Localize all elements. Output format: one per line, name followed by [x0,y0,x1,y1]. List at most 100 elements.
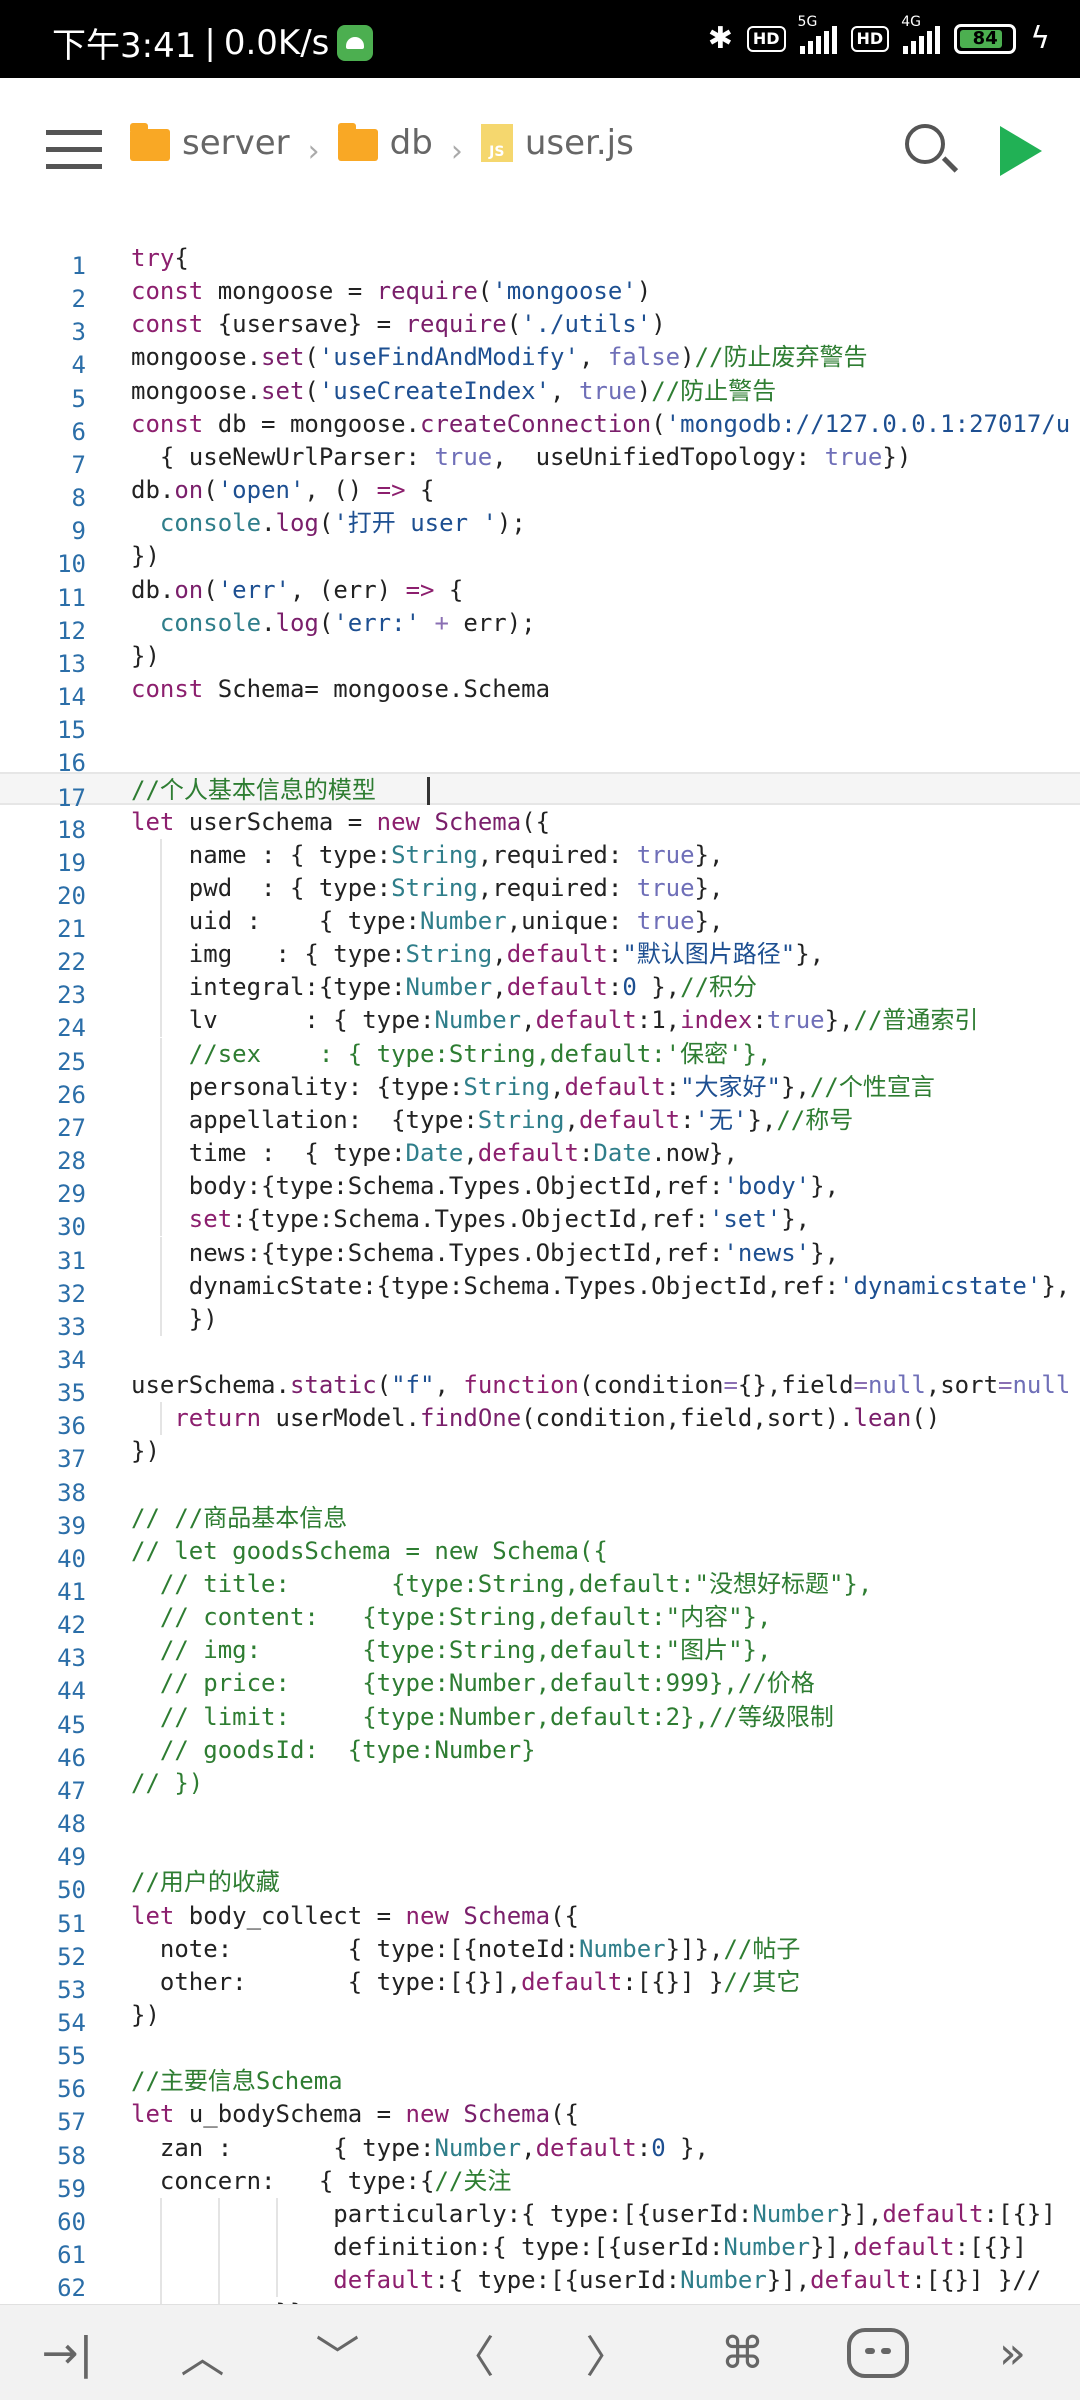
code-line[interactable]: 45 // limit: {type:Number,default:2},//等… [0,1701,1080,1739]
code-line[interactable]: 25 //sex : { type:String,default:'保密'}, [0,1037,1080,1076]
code-line[interactable]: 20 pwd : { type:String,required: true}, [0,871,1080,910]
code-line[interactable]: 30 set:{type:Schema.Types.ObjectId,ref:'… [0,1203,1080,1241]
code-line[interactable]: 21 uid : { type:Number,unique: true}, [0,905,1080,943]
code-text: default:{ type:[{userId:Number}],default… [333,2266,1042,2295]
code-line[interactable]: 13}) [0,640,1080,678]
assistant-button[interactable] [810,2305,945,2400]
code-line[interactable]: 63 }}, [0,2297,1080,2304]
code-line[interactable]: 32 dynamicState:{type:Schema.Types.Objec… [0,1269,1080,1308]
code-line[interactable]: 23 integral:{type:Number,default:0 },//积… [0,971,1080,1009]
code-line[interactable]: 43 // img: {type:String,default:"图片"}, [0,1634,1080,1672]
code-line[interactable]: 44 // price: {type:Number,default:999},/… [0,1667,1080,1705]
code-token: const [131,409,204,438]
code-line[interactable]: 27 appellation: {type:String,default:'无'… [0,1103,1080,1142]
code-line[interactable]: 29 body:{type:Schema.Types.ObjectId,ref:… [0,1170,1080,1208]
command-button[interactable]: ⌘ [675,2305,810,2400]
code-line[interactable]: 49 [0,1833,1080,1871]
code-line[interactable]: 38 [0,1469,1080,1507]
code-line[interactable]: 26 personality: {type:String,default:"大家… [0,1070,1080,1109]
code-token: = [998,1371,1013,1400]
code-line[interactable]: 34 [0,1336,1080,1374]
cursor-up-button[interactable]: ︿ [135,2305,270,2400]
code-line[interactable]: 59 concern: { type:{//关注 [0,2165,1080,2203]
line-number: 49 [57,1843,86,1872]
code-token: default [506,940,608,969]
code-token: false [607,343,681,372]
code-line[interactable]: 9 console.log('打开 user '); [0,507,1080,545]
cursor-down-button[interactable]: ﹀ [270,2305,405,2400]
code-line[interactable]: 56//主要信息Schema [0,2065,1080,2103]
search-icon[interactable] [905,124,959,178]
code-line[interactable]: 42 // content: {type:String,default:"内容"… [0,1601,1080,1639]
code-line[interactable]: 7 { useNewUrlParser: true, useUnifiedTop… [0,441,1080,479]
cursor-left-button[interactable]: 〈 [405,2305,540,2400]
indent-guide [159,2197,162,2231]
code-line[interactable]: 50//用户的收藏 [0,1866,1080,1904]
code-text: //sex : { type:String,default:'保密'}, [131,1038,772,1071]
code-line[interactable]: 48 [0,1800,1080,1838]
code-line[interactable]: 15 [0,706,1080,744]
line-number: 1 [71,252,86,280]
code-token: 'news' [723,1238,811,1267]
code-line[interactable]: 53 other: { type:[{}],default:[{}] }//其它 [0,1966,1080,2004]
code-line[interactable]: 31 news:{type:Schema.Types.ObjectId,ref:… [0,1236,1080,1275]
code-token: String [477,1105,565,1134]
code-token: on [174,575,204,604]
tab-key-button[interactable]: →| [0,2305,135,2400]
code-line[interactable]: 24 lv : { type:Number,default:1,index:tr… [0,1004,1080,1042]
code-line[interactable]: 36 return userModel.findOne(condition,fi… [0,1402,1080,1440]
code-line[interactable]: 12 console.log('err:' + err); [0,607,1080,645]
breadcrumb-file[interactable]: user.js [524,123,634,163]
code-line[interactable]: 10}) [0,540,1080,578]
breadcrumb-db[interactable]: db [389,123,433,163]
code-line[interactable]: 17//个人基本信息的模型 [0,772,1080,812]
code-line[interactable]: 61 definition:{ type:[{userId:Number}],d… [0,2231,1080,2269]
code-line[interactable]: 40// let goodsSchema = new Schema({ [0,1535,1080,1573]
code-line[interactable]: 16 [0,739,1080,777]
code-line[interactable]: 47// }) [0,1767,1080,1805]
code-line[interactable]: 41 // title: {type:String,default:"没想好标题… [0,1568,1080,1606]
code-line[interactable]: 52 note: { type:[{noteId:Number}]},//帖子 [0,1933,1080,1971]
battery-icon: 84 [954,24,1017,54]
line-number: 32 [57,1279,86,1308]
breadcrumb-server[interactable]: server [182,123,290,163]
android-icon [337,24,374,61]
code-line[interactable]: 55 [0,2032,1080,2070]
code-line[interactable]: 54}) [0,1999,1080,2037]
code-line[interactable]: 22 img : { type:String,default:"默认图片路径"}… [0,938,1080,976]
code-text: //用户的收藏 [131,1866,280,1899]
code-line[interactable]: 19 name : { type:String,required: true}, [0,838,1080,877]
line-number: 57 [57,2108,86,2137]
code-line[interactable]: 37}) [0,1435,1080,1473]
code-text: }) [131,542,160,571]
code-line[interactable]: 62 default:{ type:[{userId:Number}],defa… [0,2264,1080,2302]
code-line[interactable]: 46 // goodsId: {type:Number} [0,1734,1080,1772]
code-line[interactable]: 60 particularly:{ type:[{userId:Number}]… [0,2197,1080,2236]
code-token: //帖子 [723,1934,801,1963]
code-line[interactable]: 39// //商品基本信息 [0,1502,1080,1540]
code-token: => [376,476,406,505]
code-text: //个人基本信息的模型 [131,774,376,807]
code-line[interactable]: 28 time : { type:Date,default:Date.now}, [0,1137,1080,1175]
run-icon[interactable] [1000,126,1042,176]
cursor-right-button[interactable]: 〉 [540,2305,675,2400]
code-line[interactable]: 33 }) [0,1302,1080,1341]
code-line[interactable]: 58 zan : { type:Number,default:0 }, [0,2132,1080,2170]
menu-icon[interactable] [46,130,102,170]
more-button[interactable]: » [945,2305,1080,2400]
code-token: //用户的收藏 [131,1868,280,1897]
